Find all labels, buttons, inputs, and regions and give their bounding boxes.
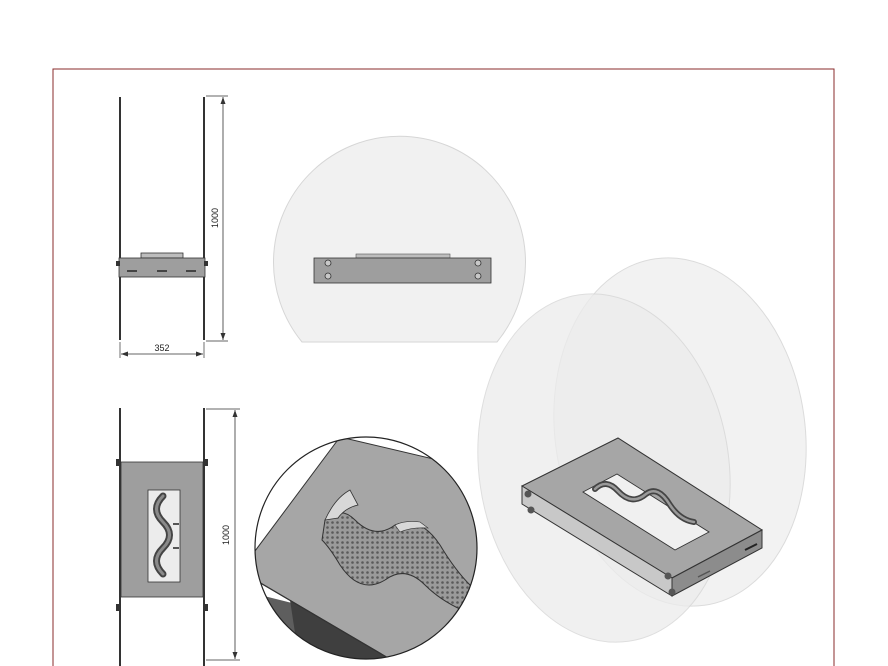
- isometric-view: [477, 257, 807, 643]
- front-burner-box: [118, 257, 206, 278]
- front-width-label: 352: [154, 343, 169, 353]
- iso-fuel-window: [582, 473, 710, 551]
- top-view: [116, 408, 208, 666]
- front-width-dimension: 352: [119, 342, 205, 358]
- front-height-label: 1000: [210, 208, 220, 228]
- front-burner-lid: [140, 252, 184, 259]
- side-view: [273, 135, 526, 343]
- front-view: [116, 97, 208, 340]
- top-length-label: 1000: [221, 525, 231, 545]
- side-burner-box: [313, 257, 492, 284]
- top-length-dimension: 1000: [206, 408, 240, 661]
- detail-view: [254, 436, 478, 660]
- front-height-dimension: 1000: [206, 95, 228, 342]
- top-fuel-window: [147, 489, 181, 583]
- drawing-frame: [52, 68, 835, 666]
- side-glass-disc: [273, 135, 526, 343]
